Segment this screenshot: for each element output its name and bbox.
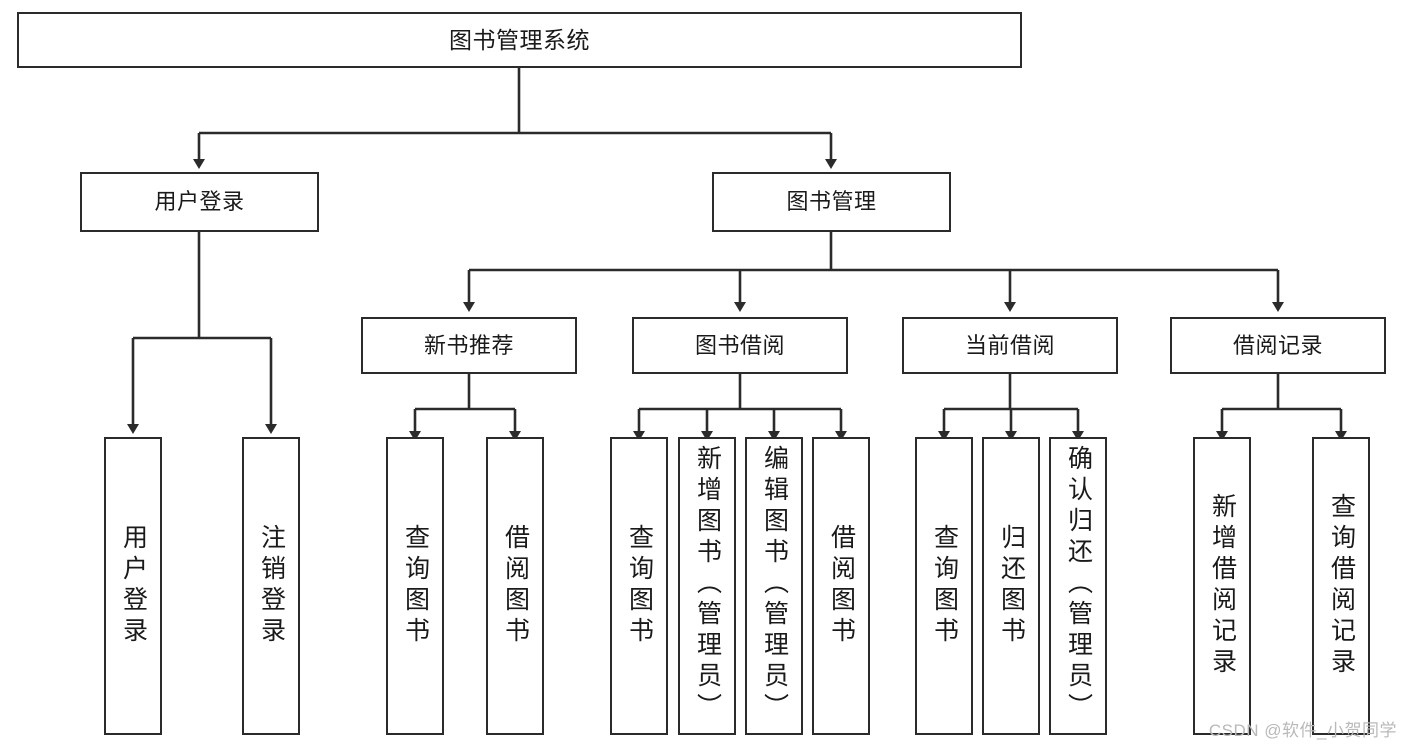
node-label: 图书管理系统 <box>449 26 590 53</box>
node-label: 借阅图书 <box>827 524 856 648</box>
node-new-book-recommend[interactable]: 新书推荐 <box>361 317 577 374</box>
node-label: 查询图书 <box>625 524 654 648</box>
node-label: 新增图书（管理员） <box>693 445 722 724</box>
leaf-book-borrow-borrow[interactable]: 借阅图书 <box>812 437 870 735</box>
node-label: 查询图书 <box>930 524 959 648</box>
node-book-borrow[interactable]: 图书借阅 <box>632 317 848 374</box>
leaf-borrow-record-add[interactable]: 新增借阅记录 <box>1193 437 1251 735</box>
leaf-book-borrow-query[interactable]: 查询图书 <box>610 437 668 735</box>
node-label: 编辑图书（管理员） <box>760 445 789 724</box>
leaf-current-borrow-return[interactable]: 归还图书 <box>982 437 1040 735</box>
node-label: 查询图书 <box>401 524 430 648</box>
leaf-current-borrow-query[interactable]: 查询图书 <box>915 437 973 735</box>
leaf-new-book-query[interactable]: 查询图书 <box>386 437 444 735</box>
node-label: 注销登录 <box>257 524 286 648</box>
node-label: 用户登录 <box>154 189 245 215</box>
node-label: 图书管理 <box>786 189 877 215</box>
watermark: CSDN @软件_小贺同学 <box>1208 721 1397 740</box>
node-label: 确认归还（管理员） <box>1064 445 1093 724</box>
leaf-user-login-login[interactable]: 用户登录 <box>104 437 162 735</box>
node-book-management[interactable]: 图书管理 <box>712 172 951 232</box>
node-label: 新书推荐 <box>423 332 514 358</box>
leaf-new-book-borrow[interactable]: 借阅图书 <box>486 437 544 735</box>
node-label: 新增借阅记录 <box>1208 493 1237 679</box>
leaf-borrow-record-query[interactable]: 查询借阅记录 <box>1312 437 1370 735</box>
leaf-user-login-logout[interactable]: 注销登录 <box>242 437 300 735</box>
node-label: 借阅记录 <box>1232 332 1323 358</box>
node-label: 用户登录 <box>119 524 148 648</box>
node-label: 查询借阅记录 <box>1327 493 1356 679</box>
node-label: 归还图书 <box>997 524 1026 648</box>
node-borrow-record[interactable]: 借阅记录 <box>1170 317 1386 374</box>
node-current-borrow[interactable]: 当前借阅 <box>902 317 1118 374</box>
leaf-book-borrow-add-admin[interactable]: 新增图书（管理员） <box>678 437 736 735</box>
node-label: 借阅图书 <box>501 524 530 648</box>
node-label: 图书借阅 <box>694 332 785 358</box>
node-user-login[interactable]: 用户登录 <box>80 172 319 232</box>
node-root-system[interactable]: 图书管理系统 <box>17 12 1022 68</box>
leaf-book-borrow-edit-admin[interactable]: 编辑图书（管理员） <box>745 437 803 735</box>
node-label: 当前借阅 <box>964 332 1055 358</box>
leaf-current-borrow-confirm-admin[interactable]: 确认归还（管理员） <box>1049 437 1107 735</box>
